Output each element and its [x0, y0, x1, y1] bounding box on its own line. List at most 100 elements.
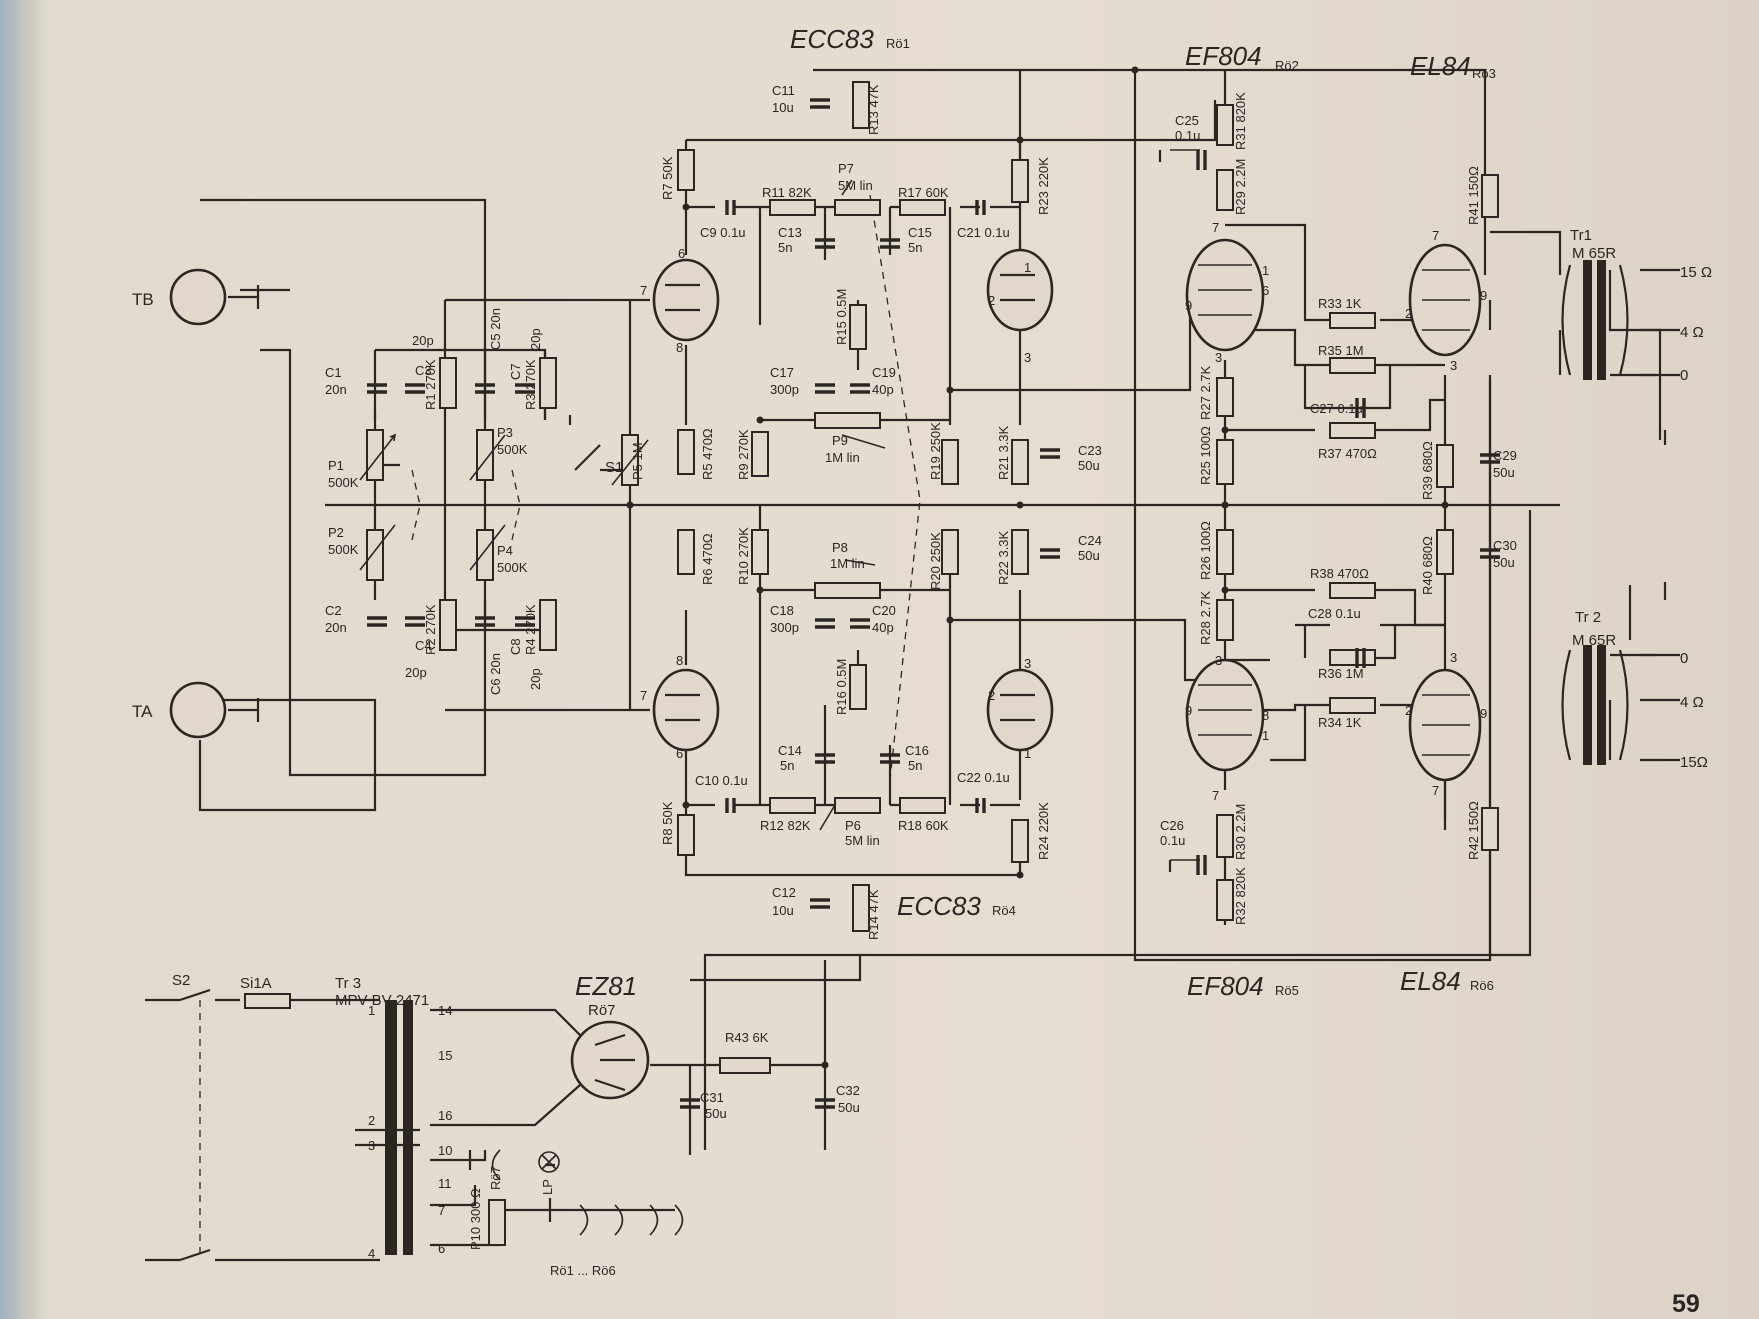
label-c1: C1	[325, 365, 342, 380]
pin-e7: 7	[1212, 220, 1219, 235]
label-c14-value: 5n	[780, 758, 794, 773]
label-c32-value: 50u	[838, 1100, 860, 1115]
resistors	[244, 81, 1499, 1246]
label-r23: R23 220K	[1036, 157, 1051, 215]
label-c11-value: 10u	[772, 100, 794, 115]
label-r41: R41 150Ω	[1466, 166, 1481, 225]
label-p4-value: 500K	[497, 560, 528, 575]
label-c12: C12	[772, 885, 796, 900]
label-r4: R4 270K	[523, 604, 538, 655]
tap-15-bottom: 15Ω	[1680, 754, 1708, 771]
pin-4: 4	[368, 1246, 375, 1261]
label-p1-value: 500K	[328, 475, 359, 490]
label-c26-value: 0.1u	[1160, 833, 1185, 848]
pot-arrows	[359, 179, 886, 831]
label-r8: R8 50K	[660, 801, 675, 845]
label-c30: C30	[1493, 538, 1517, 553]
label-p5: P5 1M	[630, 442, 645, 480]
label-r2: R2 270K	[423, 604, 438, 655]
label-r34: R34 1K	[1318, 715, 1362, 730]
label-r1: R1 270K	[423, 359, 438, 410]
tube-title-el84-bottom: EL84	[1400, 966, 1461, 996]
label-r14: R14 47K	[866, 889, 881, 940]
label-p6-value: 5M lin	[845, 833, 880, 848]
misc-symbols	[169, 66, 1667, 1262]
tap-4-top: 4 Ω	[1680, 324, 1704, 341]
label-c23: C23	[1078, 443, 1102, 458]
label-c20-value: 40p	[872, 620, 894, 635]
pin-c2: 2	[988, 293, 995, 308]
label-c13: C13	[778, 225, 802, 240]
tubes	[570, 238, 1482, 1100]
label-r13: R13 47K	[866, 84, 881, 135]
pin-numbers: 6 7 8 8 7 6 1 2 3 3 2 1 7 9 1 6 3 3 9 8 …	[640, 220, 1487, 803]
pin-g2: 2	[1405, 306, 1412, 321]
heater-label-roe1-roe6: Rö1 ... Rö6	[550, 1263, 616, 1278]
transformer-type-tr1: M 65R	[1572, 245, 1616, 262]
label-c18: C18	[770, 603, 794, 618]
label-r27: R27 2.7K	[1198, 365, 1213, 420]
pin-d3: 3	[1024, 656, 1031, 671]
label-r39: R39 680Ω	[1420, 441, 1435, 500]
label-r37: R37 470Ω	[1318, 446, 1377, 461]
label-c9: C9 0.1u	[700, 225, 746, 240]
label-c25: C25	[1175, 113, 1199, 128]
pin-b8: 8	[676, 653, 683, 668]
label-c16-value: 5n	[908, 758, 922, 773]
label-c7-value: 20p	[528, 328, 543, 350]
tube-title-ez81: EZ81	[575, 971, 637, 1001]
label-r9: R9 270K	[736, 429, 751, 480]
tube-title-ef804-bottom: EF804	[1187, 971, 1264, 1001]
pin-a7: 7	[640, 283, 647, 298]
label-c19: C19	[872, 365, 896, 380]
label-r30: R30 2.2M	[1233, 804, 1248, 860]
pin-g3: 3	[1450, 358, 1457, 373]
transformer-type-tr3: MPV BV 2471	[335, 992, 429, 1009]
label-r17: R17 60K	[898, 185, 949, 200]
label-c17: C17	[770, 365, 794, 380]
label-c18-value: 300p	[770, 620, 799, 635]
label-p9: P9	[832, 433, 848, 448]
label-c3: C3	[415, 363, 432, 378]
fuse-label-si1a: Si1A	[240, 975, 272, 992]
ecc83-roe1-b-tube	[986, 248, 1054, 332]
pin-e9: 9	[1185, 298, 1192, 313]
pin-e1: 1	[1262, 263, 1269, 278]
label-r29: R29 2.2M	[1233, 159, 1248, 215]
label-r28: R28 2.7K	[1198, 590, 1213, 645]
label-c31-value: 50u	[705, 1106, 727, 1121]
label-r32: R32 820K	[1233, 867, 1248, 925]
label-c8-value: 20p	[528, 668, 543, 690]
label-c15-value: 5n	[908, 240, 922, 255]
pin-f8: 8	[1262, 708, 1269, 723]
pin-16: 16	[438, 1108, 452, 1123]
label-r31: R31 820K	[1233, 92, 1248, 150]
label-r19: R19 250K	[928, 422, 943, 480]
tube-ref-roe1: Rö1	[886, 36, 910, 51]
label-p3: P3	[497, 425, 513, 440]
label-r16: R16 0.5M	[834, 659, 849, 715]
label-r43: R43 6K	[725, 1030, 769, 1045]
label-c28: C28 0.1u	[1308, 606, 1361, 621]
gang-links	[199, 194, 921, 1255]
pin-h7: 7	[1432, 783, 1439, 798]
tube-ref-roe4: Rö4	[992, 903, 1016, 918]
heater-label-roe7: Rö7	[488, 1166, 503, 1190]
label-c22: C22 0.1u	[957, 770, 1010, 785]
page-number: 59	[1672, 1290, 1700, 1318]
pin-1: 1	[368, 1003, 375, 1018]
switch-label-s2: S2	[172, 972, 190, 989]
label-c20: C20	[872, 603, 896, 618]
tube-ref-roe5: Rö5	[1275, 983, 1299, 998]
tube-ref-roe3: Rö3	[1472, 66, 1496, 81]
pin-c1: 1	[1024, 260, 1031, 275]
label-p7-value: 5M lin	[838, 178, 873, 193]
tap-0-bottom: 0	[1680, 650, 1688, 667]
tube-title-ef804-top: EF804	[1185, 41, 1262, 71]
label-c12-value: 10u	[772, 903, 794, 918]
ef804-roe5-tube	[1185, 658, 1265, 772]
label-p1: P1	[328, 458, 344, 473]
ecc83-roe4-b-tube	[986, 668, 1054, 752]
label-r11: R11 82K	[762, 185, 812, 200]
